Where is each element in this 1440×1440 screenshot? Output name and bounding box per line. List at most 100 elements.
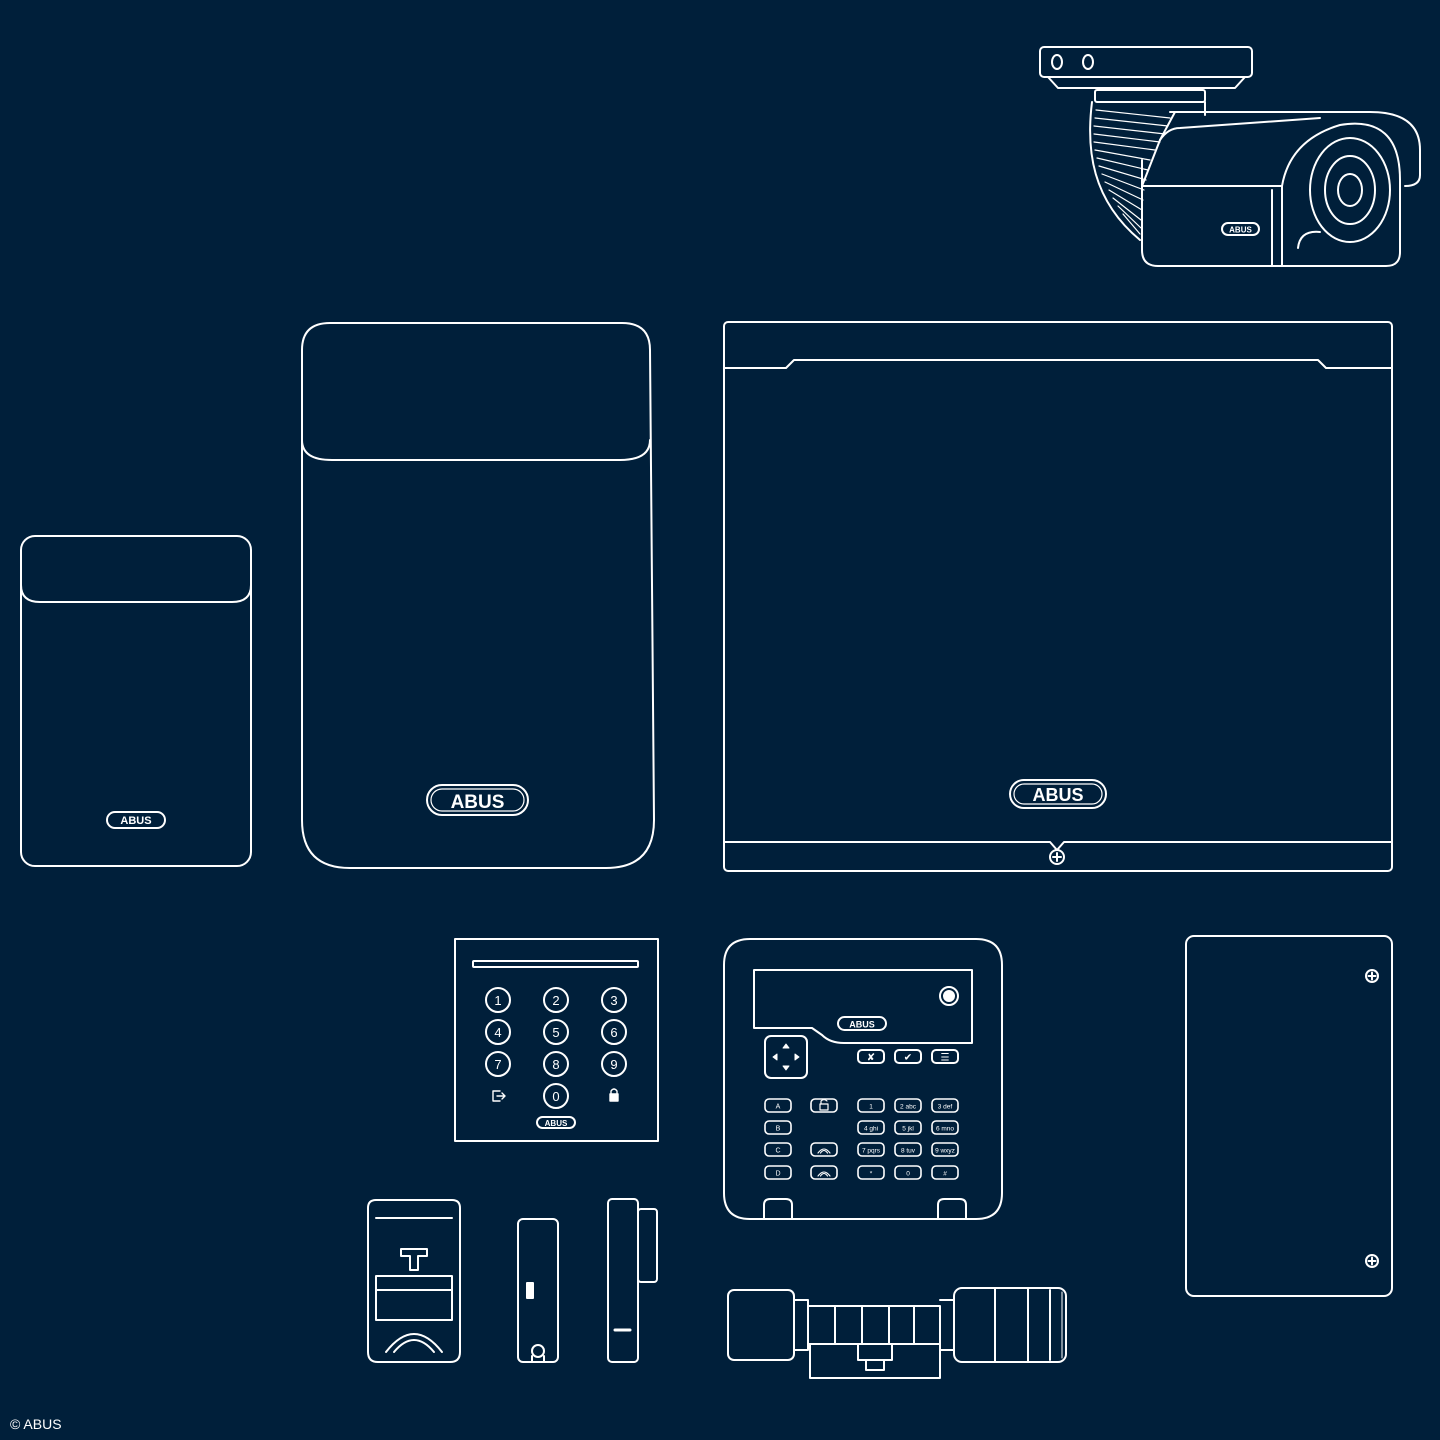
outdoor-siren-large: ABUS — [301, 322, 655, 869]
control-letter-key[interactable]: D — [764, 1165, 792, 1180]
control-function-keys: ✘ ✔ ☰ — [857, 1049, 959, 1064]
control-grid-keys: A B C D 1 2 abc 3 def 4 ghi 5 jkl 6 mno 7 pqrs 8 tu… — [764, 1098, 959, 1180]
copyright-notice: © ABUS — [10, 1416, 62, 1432]
unlock-key[interactable] — [810, 1098, 838, 1113]
svg-text:9: 9 — [610, 1057, 617, 1072]
svg-text:*: * — [870, 1171, 873, 1178]
outdoor-siren-small: ABUS — [20, 535, 252, 867]
rfid-key[interactable] — [810, 1142, 838, 1157]
control-number-key[interactable]: 2 abc — [894, 1098, 922, 1113]
svg-text:ABUS: ABUS — [1032, 785, 1083, 805]
navigation-arrows-icon — [764, 1035, 808, 1079]
power-supply-box — [1185, 935, 1393, 1297]
lock-icon — [819, 1098, 829, 1111]
svg-text:0: 0 — [906, 1171, 910, 1178]
svg-text:2: 2 — [552, 993, 559, 1008]
screw-icon — [1365, 969, 1379, 983]
svg-text:1: 1 — [869, 1104, 873, 1111]
svg-text:1: 1 — [494, 993, 501, 1008]
alarm-control-panel: ABUS — [723, 321, 1393, 872]
control-number-key[interactable]: # — [931, 1165, 959, 1180]
led-icon — [939, 986, 959, 1006]
svg-text:✘: ✘ — [867, 1053, 875, 1064]
control-function-key[interactable]: ✔ — [894, 1049, 922, 1064]
svg-text:✔: ✔ — [904, 1053, 912, 1064]
control-number-key[interactable]: 1 — [857, 1098, 885, 1113]
keypad-key-9[interactable]: 9 — [601, 1051, 627, 1077]
control-function-key[interactable]: ☰ — [931, 1049, 959, 1064]
control-keypad-abus-logo: ABUS — [837, 1016, 887, 1031]
svg-text:4 ghi: 4 ghi — [864, 1126, 878, 1133]
camera-abus-logo: ABUS — [1221, 222, 1260, 236]
control-number-key[interactable]: 9 wxyz — [931, 1142, 959, 1157]
control-keypad: ABUS ✘ ✔ ☰ A B C D 1 2 abc 3 def 4 ghi 5 jkl 6 mno 7… — [723, 938, 1003, 1220]
exit-icon — [492, 1090, 506, 1102]
control-number-key[interactable]: 7 pqrs — [857, 1142, 885, 1157]
svg-text:5 jkl: 5 jkl — [902, 1126, 914, 1133]
motion-detector — [367, 1199, 461, 1363]
screw-icon — [1049, 849, 1065, 865]
keypad-key-2[interactable]: 2 — [543, 987, 569, 1013]
svg-text:3: 3 — [610, 993, 617, 1008]
keypad-small-keys: 1 2 3 4 5 6 7 8 9 0 — [485, 987, 627, 1109]
control-number-key[interactable]: 3 def — [931, 1098, 959, 1113]
svg-text:5: 5 — [552, 1025, 559, 1040]
svg-text:ABUS: ABUS — [451, 792, 505, 813]
svg-text:7 pqrs: 7 pqrs — [862, 1148, 881, 1155]
svg-text:B: B — [776, 1126, 781, 1133]
svg-text:6 mno: 6 mno — [936, 1126, 954, 1133]
keypad-key-6[interactable]: 6 — [601, 1019, 627, 1045]
siren-large-abus-logo: ABUS — [426, 784, 529, 816]
control-number-key[interactable]: 4 ghi — [857, 1120, 885, 1135]
code-keypad: 1 2 3 4 5 6 7 8 9 0 ABUS — [454, 938, 659, 1142]
svg-text:8: 8 — [552, 1057, 559, 1072]
rfid-icon — [817, 1171, 831, 1177]
svg-text:3 def: 3 def — [938, 1104, 953, 1111]
svg-text:D: D — [775, 1171, 780, 1178]
rfid-key[interactable] — [810, 1165, 838, 1180]
control-number-key[interactable]: * — [857, 1165, 885, 1180]
svg-text:☰: ☰ — [941, 1053, 950, 1064]
camera-neck-ribs — [1093, 109, 1171, 235]
svg-text:9 wxyz: 9 wxyz — [935, 1148, 955, 1155]
svg-text:ABUS: ABUS — [545, 1119, 568, 1128]
bullet-camera: ABUS — [1039, 46, 1421, 267]
screw-icon — [1365, 1254, 1379, 1268]
digital-lock-cylinder — [727, 1287, 1067, 1379]
control-letter-key[interactable]: C — [764, 1142, 792, 1157]
control-letter-key[interactable]: B — [764, 1120, 792, 1135]
door-contact — [607, 1198, 658, 1363]
svg-text:#: # — [943, 1171, 947, 1178]
keypad-key-4[interactable]: 4 — [485, 1019, 511, 1045]
control-function-key[interactable]: ✘ — [857, 1049, 885, 1064]
siren-small-abus-logo: ABUS — [106, 811, 166, 829]
svg-text:0: 0 — [552, 1089, 559, 1104]
opening-detector — [517, 1218, 559, 1363]
control-number-key[interactable]: 6 mno — [931, 1120, 959, 1135]
svg-text:C: C — [775, 1148, 780, 1155]
svg-text:ABUS: ABUS — [849, 1020, 875, 1030]
keypad-key-0[interactable]: 0 — [543, 1083, 569, 1109]
svg-text:6: 6 — [610, 1025, 617, 1040]
keypad-key-8[interactable]: 8 — [543, 1051, 569, 1077]
keypad-key-3[interactable]: 3 — [601, 987, 627, 1013]
svg-text:7: 7 — [494, 1057, 501, 1072]
panel-abus-logo: ABUS — [1009, 779, 1107, 809]
lock-icon — [609, 1088, 619, 1102]
svg-text:4: 4 — [494, 1025, 501, 1040]
keypad-key-7[interactable]: 7 — [485, 1051, 511, 1077]
control-number-key[interactable]: 8 tuv — [894, 1142, 922, 1157]
keypad-abus-logo: ABUS — [536, 1116, 576, 1129]
keypad-key-1[interactable]: 1 — [485, 987, 511, 1013]
svg-text:ABUS: ABUS — [120, 815, 151, 827]
svg-text:ABUS: ABUS — [1229, 226, 1252, 235]
rfid-icon — [817, 1148, 831, 1154]
control-number-key[interactable]: 0 — [894, 1165, 922, 1180]
control-number-key[interactable]: 5 jkl — [894, 1120, 922, 1135]
svg-text:A: A — [776, 1104, 781, 1111]
svg-text:2 abc: 2 abc — [900, 1104, 917, 1111]
keypad-key-5[interactable]: 5 — [543, 1019, 569, 1045]
svg-text:8 tuv: 8 tuv — [901, 1148, 916, 1155]
control-letter-key[interactable]: A — [764, 1098, 792, 1113]
